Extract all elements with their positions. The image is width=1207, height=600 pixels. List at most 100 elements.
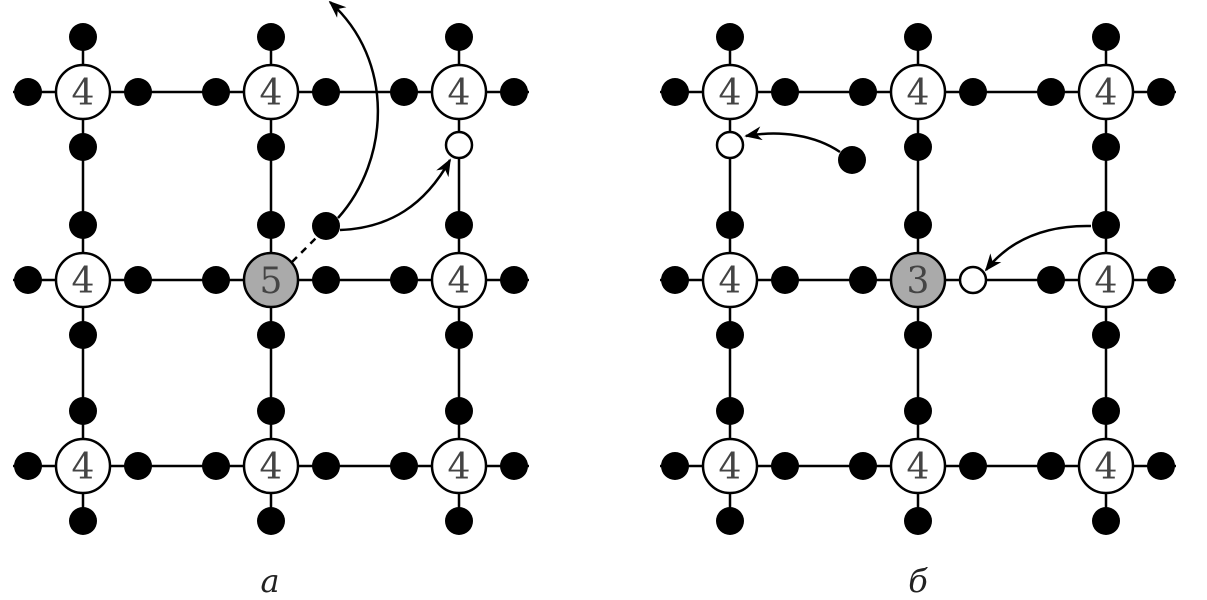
atom-dot (390, 78, 418, 106)
atom-dot (1092, 211, 1120, 239)
vacancy-circle (444, 130, 474, 160)
arrow-to-vacancy (339, 158, 452, 232)
node-label: 4 (448, 261, 471, 302)
atom-dot (904, 321, 932, 349)
atom-dot (771, 78, 799, 106)
atom-dot (904, 397, 932, 425)
atom-dot (124, 266, 152, 294)
vacancy-circle (958, 265, 988, 295)
lattice-node (242, 63, 300, 121)
node-label: 4 (72, 261, 95, 302)
atom-dot (959, 452, 987, 480)
atom-dot (1092, 321, 1120, 349)
lattice-node (701, 437, 759, 495)
node-label: 4 (260, 73, 283, 114)
atom-dot (904, 23, 932, 51)
atom-dot (257, 507, 285, 535)
node-label: 4 (448, 73, 471, 114)
lattice-node (54, 251, 112, 309)
atom-dot (202, 452, 230, 480)
arrow-up (328, 0, 380, 219)
atom-dot (69, 507, 97, 535)
lattice-node (430, 63, 488, 121)
atom-dot (69, 133, 97, 161)
atom-dot (1147, 452, 1175, 480)
atom-dot (69, 321, 97, 349)
atom-dot (312, 78, 340, 106)
atom-dot (1037, 452, 1065, 480)
lattice-node (701, 251, 759, 309)
atom-dot (257, 211, 285, 239)
atom-dot (849, 452, 877, 480)
node-label: 4 (72, 73, 95, 114)
node-label: 4 (1095, 261, 1118, 302)
atom-dot (257, 133, 285, 161)
atom-dot (445, 211, 473, 239)
node-label: 4 (719, 73, 742, 114)
atom-dot (14, 452, 42, 480)
caption-a: а (260, 562, 279, 600)
atom-dot (202, 78, 230, 106)
atom-dot (500, 78, 528, 106)
node-label: 4 (907, 447, 930, 488)
atom-dot (257, 321, 285, 349)
atom-dot (716, 507, 744, 535)
vacancy-circle (715, 130, 745, 160)
lattice-node (1077, 251, 1135, 309)
atom-dot (69, 23, 97, 51)
atom-dot (257, 23, 285, 51)
node-label: 4 (1095, 73, 1118, 114)
lattice-node (54, 437, 112, 495)
caption-b: б (908, 562, 928, 600)
interstitial-atom (838, 146, 866, 174)
atom-dot (716, 23, 744, 51)
atom-dot (14, 78, 42, 106)
atom-dot (500, 452, 528, 480)
atom-dot (904, 211, 932, 239)
highlighted-node (242, 251, 300, 309)
atom-dot (959, 78, 987, 106)
atom-dot (445, 507, 473, 535)
atom-dot (771, 452, 799, 480)
node-label: 4 (907, 73, 930, 114)
lattice-node (1077, 437, 1135, 495)
node-label: 4 (1095, 447, 1118, 488)
arrow-to-vacancy (984, 224, 1092, 272)
lattice-node (430, 251, 488, 309)
atom-dot (312, 266, 340, 294)
atom-dot (904, 507, 932, 535)
atom-dot (390, 266, 418, 294)
interstitial-atom (312, 212, 340, 240)
node-label: 3 (907, 261, 930, 302)
atom-dot (904, 133, 932, 161)
atom-dot (14, 266, 42, 294)
lattice-node (701, 63, 759, 121)
atom-dot (716, 397, 744, 425)
atom-dot (124, 452, 152, 480)
node-label: 4 (448, 447, 471, 488)
atom-dot (1092, 23, 1120, 51)
node-label: 5 (260, 261, 283, 302)
atom-dot (661, 78, 689, 106)
atom-dot (661, 266, 689, 294)
lattice-node (889, 437, 947, 495)
atom-dot (1147, 266, 1175, 294)
atom-dot (69, 397, 97, 425)
atom-dot (202, 266, 230, 294)
atom-dot (1147, 78, 1175, 106)
arrow-to-vacancy (744, 126, 841, 154)
atom-dot (1037, 266, 1065, 294)
lattice-node (1077, 63, 1135, 121)
atom-dot (1092, 397, 1120, 425)
atom-dot (1092, 133, 1120, 161)
atom-dot (124, 78, 152, 106)
atom-dot (445, 23, 473, 51)
atom-dot (69, 211, 97, 239)
atom-dot (716, 321, 744, 349)
dashed-link (291, 237, 317, 263)
lattice-node (54, 63, 112, 121)
atom-dot (1092, 507, 1120, 535)
lattice-node (430, 437, 488, 495)
